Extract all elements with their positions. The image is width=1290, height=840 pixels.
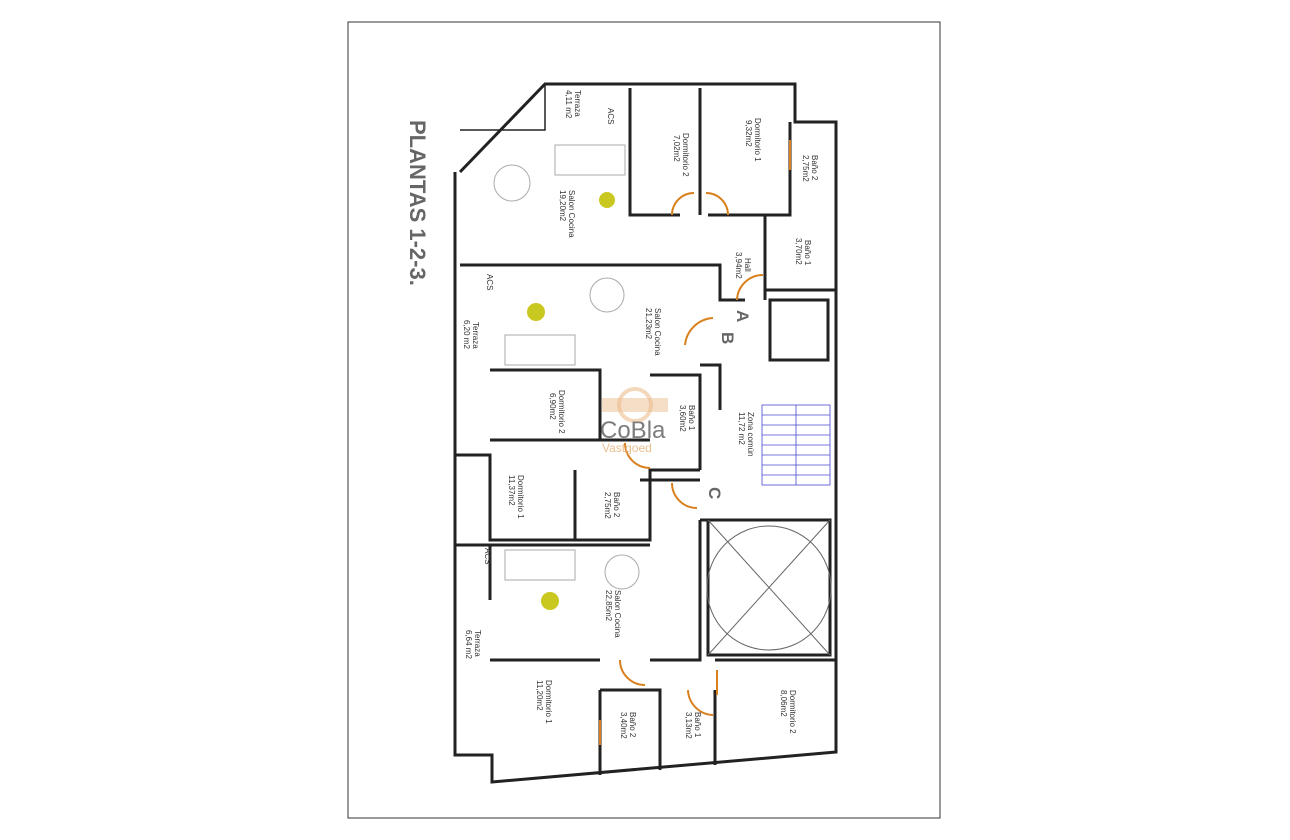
room-area: 8,06m2 [779, 690, 788, 717]
stairs [761, 404, 831, 486]
unit-letters: A B C [705, 310, 752, 499]
plant-icon [527, 303, 545, 321]
room-area: 11,37m2 [507, 475, 516, 506]
room-area: 6,64 m2 [464, 630, 473, 659]
room-label: Dormitorio 1 [753, 118, 762, 162]
room-area: 2,75m2 [603, 492, 612, 519]
room-label: Baño 2 [810, 155, 819, 181]
room-label: ACS [483, 548, 492, 564]
room-area: 7,02m2 [672, 135, 681, 162]
room-label: Dormitorio 2 [788, 690, 797, 734]
watermark-sub: Vastgoed [602, 441, 652, 455]
room-label: Zona común [746, 412, 755, 456]
room-area: 6,20 m2 [462, 320, 471, 349]
patio [706, 519, 832, 656]
room-label: Salon Cocina [613, 590, 622, 638]
room-area: 3,13m2 [684, 712, 693, 739]
doors [599, 140, 791, 745]
room-area: 4,11 m2 [564, 90, 573, 119]
plant-icon [541, 592, 559, 610]
sheet-frame [347, 21, 941, 819]
room-label: Baño 1 [693, 712, 702, 738]
unit-letter-c: C [705, 487, 724, 499]
room-area: 6,90m2 [548, 393, 557, 420]
room-label: ACS [606, 108, 615, 124]
room-label: Terraza [573, 90, 582, 117]
watermark-logo: CoBla Vastgoed [600, 387, 668, 455]
room-area: 3,60m2 [678, 405, 687, 432]
room-area: 11,20m2 [535, 680, 544, 711]
room-label: Dormitorio 1 [544, 680, 553, 724]
watermark-brand: CoBla [600, 417, 666, 444]
room-label: Baño 2 [612, 492, 621, 518]
room-area: 3,70m2 [794, 238, 803, 265]
room-label: Baño 1 [803, 240, 812, 266]
room-label: Hall [743, 258, 752, 272]
room-area: 9,32m2 [744, 120, 753, 147]
room-area: 3,94m2 [734, 252, 743, 279]
room-area: 21,23m2 [644, 308, 653, 340]
unit-letter-b: B [718, 332, 737, 344]
room-label: Dormitorio 2 [557, 390, 566, 434]
room-label: Terraza [471, 322, 480, 349]
room-labels: Terraza 4,11 m2 ACS Dormitorio 2 7,02m2 … [462, 90, 819, 739]
plan-title: PLANTAS 1-2-3. [405, 120, 430, 286]
furniture [493, 144, 640, 610]
room-area: 11,72 m2 [737, 412, 746, 445]
room-label: Salon Cocina [653, 308, 662, 356]
plant-icon [599, 192, 615, 208]
room-label: Terraza [473, 630, 482, 657]
room-area: 22,85m2 [604, 590, 613, 622]
room-area: 2,75m2 [801, 155, 810, 182]
room-label: Dormitorio 2 [681, 133, 690, 177]
room-label: Baño 1 [687, 405, 696, 431]
room-label: Salon Cocina [567, 190, 576, 238]
room-area: 19,20m2 [558, 190, 567, 222]
room-area: 3,40m2 [619, 712, 628, 739]
room-label: Dormitorio 1 [516, 475, 525, 519]
room-label: ACS [485, 274, 494, 290]
room-label: Baño 2 [628, 712, 637, 738]
unit-letter-a: A [733, 310, 752, 322]
